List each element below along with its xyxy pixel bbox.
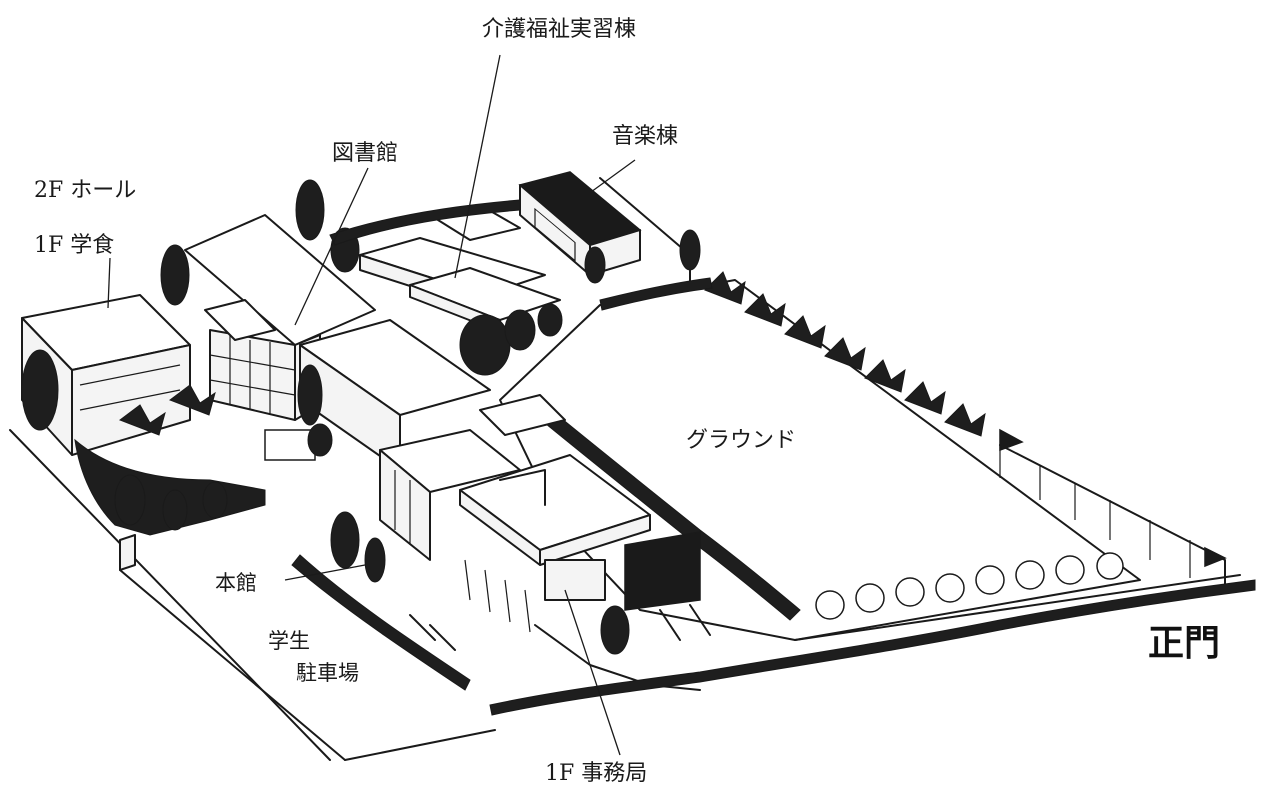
main-building (297, 319, 566, 561)
palm-row (704, 271, 986, 437)
back-trees (295, 179, 713, 376)
office-building (459, 454, 711, 655)
label-hall-2f: 2F ホール (34, 178, 136, 203)
label-main-building: 本館 (215, 571, 257, 595)
outer-road-edge (9, 429, 331, 761)
ground-shrubs (815, 552, 1124, 620)
label-main-gate: 正門 (1148, 623, 1220, 664)
leader-cafeteria (107, 257, 111, 309)
ground-left-hedge (534, 404, 801, 621)
label-student-parking-line1: 学生 (268, 629, 310, 653)
parking-edge-bottom (344, 729, 496, 761)
map-labels: 介護福祉実習棟 音楽棟 図書館 2F ホール 1F 学食 グラウンド 本館 学生… (34, 17, 1220, 786)
leader-library (294, 167, 369, 326)
gate-road (794, 574, 1241, 641)
label-care-welfare-building: 介護福祉実習棟 (482, 17, 636, 42)
leader-care-welfare (454, 54, 501, 279)
music-building (518, 171, 691, 286)
leader-main (284, 564, 366, 581)
driveway (534, 624, 701, 691)
label-ground: グラウンド (686, 428, 796, 453)
gate-hedge (489, 579, 1256, 716)
left-gate-post (119, 534, 136, 571)
ground-fence (999, 428, 1227, 591)
leader-music (579, 159, 636, 201)
label-library: 図書館 (332, 141, 398, 166)
courtyard-garden (74, 384, 333, 536)
hall-cafeteria-building (21, 244, 191, 456)
label-cafeteria-1f: 1F 学食 (34, 233, 114, 258)
parking-hedge (291, 511, 471, 691)
label-music-building: 音楽棟 (612, 124, 678, 149)
leader-office (564, 589, 621, 756)
leader-lines (107, 54, 636, 756)
parking-edge-left (119, 569, 346, 761)
label-student-parking-line2: 駐車場 (296, 661, 359, 685)
label-office-1f: 1F 事務局 (545, 761, 647, 786)
